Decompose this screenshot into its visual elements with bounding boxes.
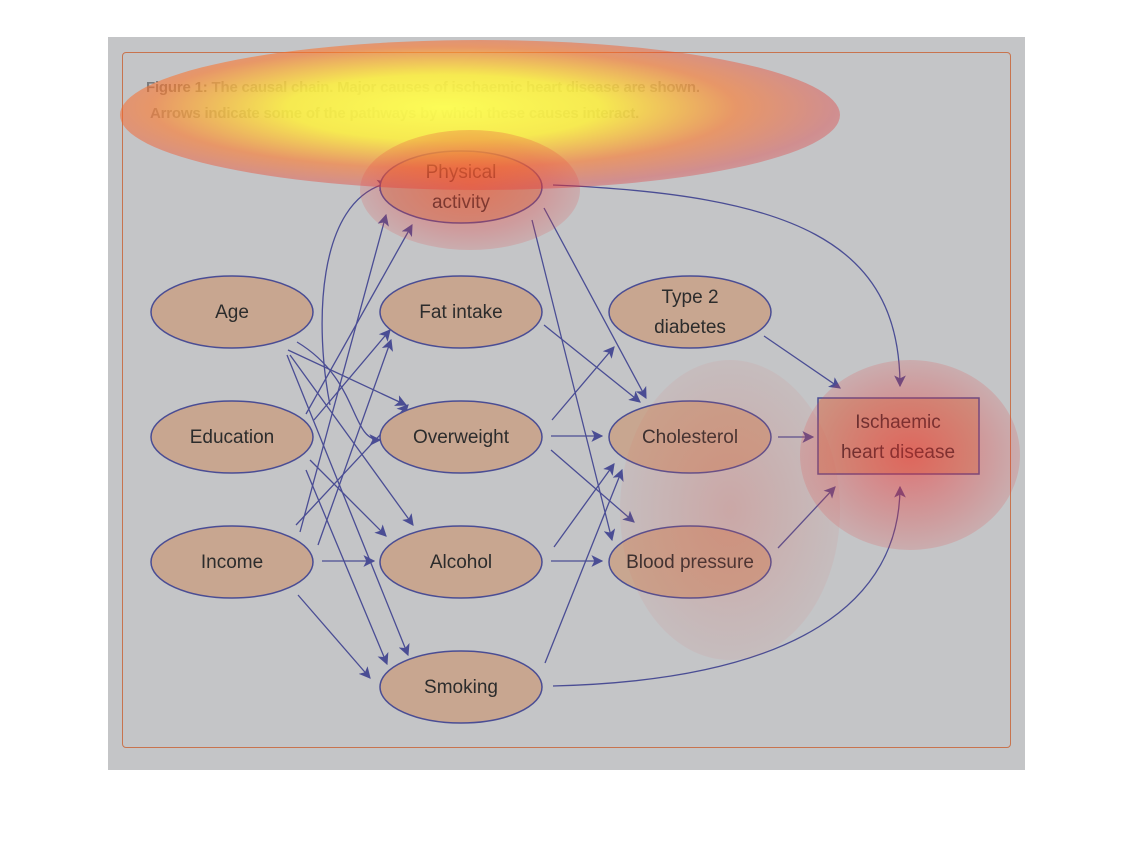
node-smoking: [379, 650, 543, 724]
label-ihd-2: heart disease: [841, 442, 955, 463]
node-type2-diabetes: [608, 275, 772, 349]
arrows: [286, 179, 906, 687]
arrow-alcohol-cholesterol: [553, 463, 615, 548]
arrow-age-alcohol: [289, 354, 414, 526]
label-age: Age: [215, 302, 249, 323]
label-physical-1: Physical: [426, 162, 497, 183]
arrow-education-alcohol: [309, 459, 387, 537]
label-education: Education: [190, 427, 275, 448]
label-smoking: Smoking: [424, 677, 498, 698]
arrow-overweight-bp: [550, 449, 635, 523]
node-education: [150, 400, 314, 474]
arrow-fat-cholesterol: [543, 324, 641, 403]
label-fat-intake: Fat intake: [419, 302, 502, 323]
label-alcohol: Alcohol: [430, 552, 492, 573]
arrow-physical-ihd: [552, 184, 906, 388]
label-physical-2: activity: [432, 192, 491, 213]
arrow-income-smoking: [297, 594, 371, 679]
node-income: [150, 525, 314, 599]
label-diabetes-1: Type 2: [661, 287, 718, 308]
arrow-age-smoking: [286, 354, 410, 657]
label-diabetes-2: diabetes: [654, 317, 726, 338]
node-age: [150, 275, 314, 349]
arrow-smoking-cholesterol: [544, 468, 624, 664]
arrow-education-smoking: [305, 469, 389, 666]
nodes: [150, 150, 980, 724]
node-blood-pressure: [608, 525, 772, 599]
arrow-diabetes-ihd: [763, 335, 841, 389]
arrow-overweight-diabetes: [551, 346, 615, 421]
arrow-education-fat: [313, 329, 391, 421]
label-blood-pressure: Blood pressure: [626, 552, 754, 573]
node-overweight: [379, 400, 543, 474]
arrow-age-fat: [296, 341, 382, 446]
node-cholesterol: [608, 400, 772, 474]
node-fat-intake: [379, 275, 543, 349]
arrow-bp-ihd: [777, 486, 836, 549]
label-income: Income: [201, 552, 263, 573]
label-cholesterol: Cholesterol: [642, 427, 738, 448]
arrow-income-fat: [317, 338, 393, 546]
arrow-physical-bp: [531, 219, 616, 542]
label-overweight: Overweight: [413, 427, 510, 448]
node-alcohol: [379, 525, 543, 599]
label-ihd-1: Ischaemic: [855, 412, 941, 433]
arrow-income-physical: [299, 213, 389, 533]
arrow-age-overweight: [287, 349, 408, 406]
arrow-education-physical: [305, 223, 413, 415]
